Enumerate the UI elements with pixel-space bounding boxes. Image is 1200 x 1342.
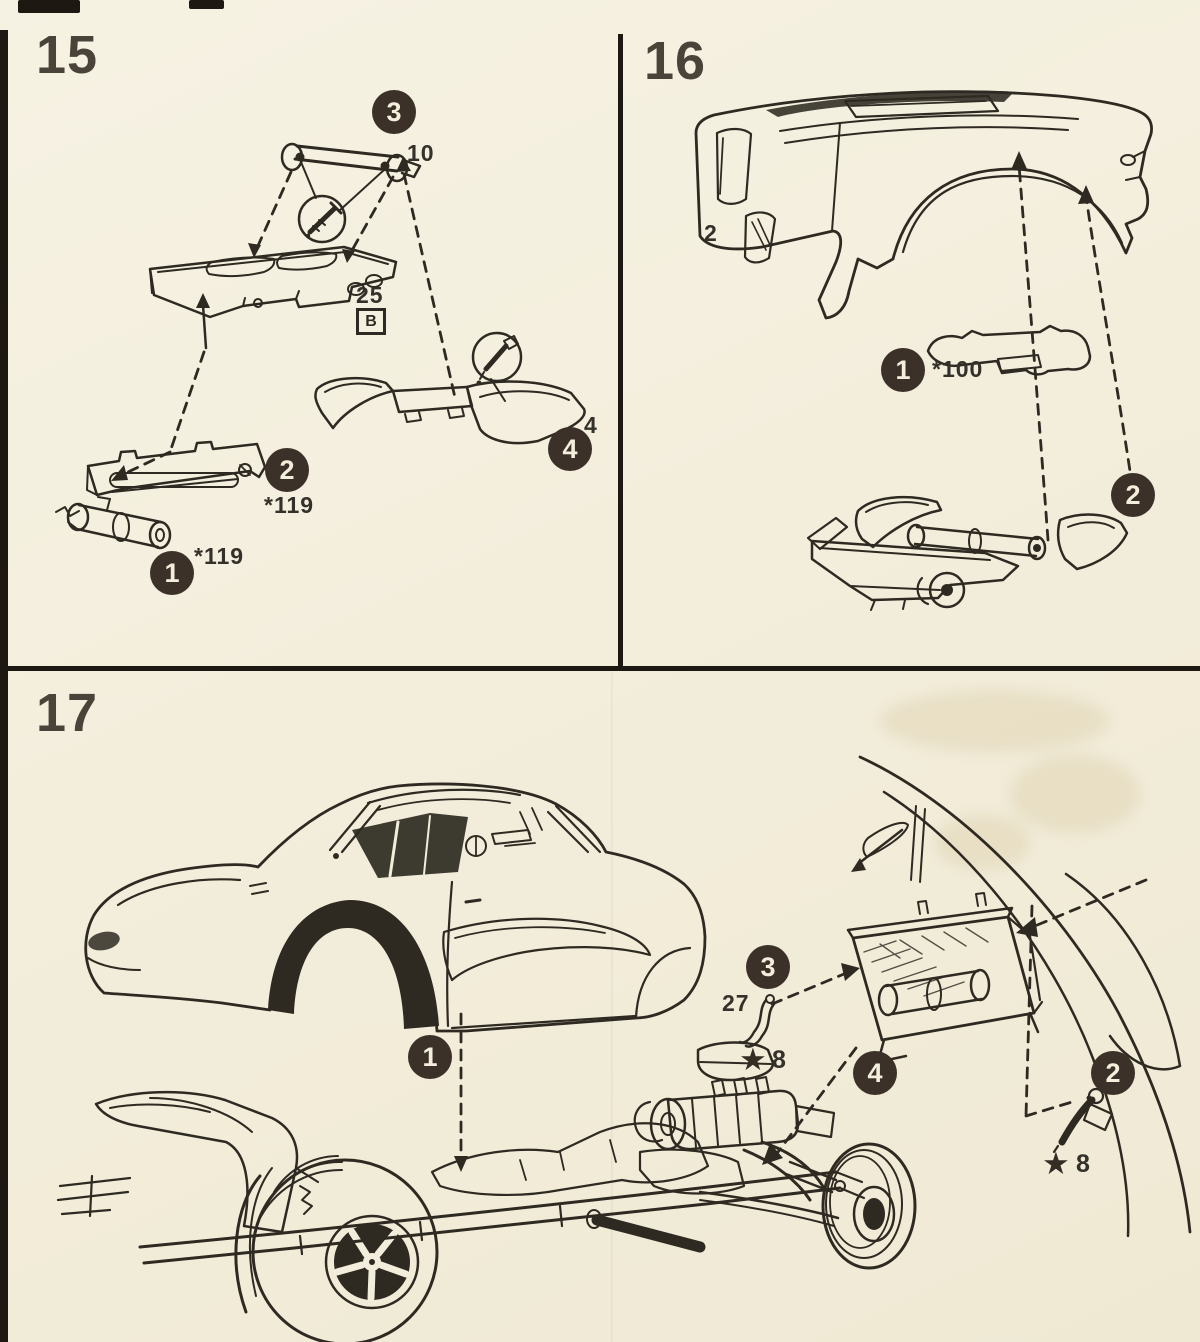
step17-sequence-badge-3: 3 [746, 945, 790, 989]
part-100-brace-drawing [926, 324, 1092, 376]
step-17-number: 17 [36, 683, 99, 743]
step16-qty-100-label: *100 [932, 356, 984, 382]
assembly-guide-dashes [248, 157, 458, 404]
scan-edge-artifact [189, 0, 224, 9]
paper-crease [611, 672, 614, 1342]
chassis-engine-drawing [56, 1041, 917, 1342]
star-icon: ★ [1042, 1146, 1070, 1181]
assembly-guide-dashes [762, 878, 1148, 1165]
step15-part-4-label: 4 [584, 412, 598, 438]
step15-sequence-badge-4: 4 [548, 427, 592, 471]
step16-illustration [694, 90, 1153, 611]
part-27-bracket-drawing [738, 994, 776, 1048]
step15-sprue-b-box: B [356, 308, 386, 335]
step-16-number: 16 [644, 31, 707, 91]
step15-sequence-badge-2: 2 [265, 448, 309, 492]
print-bleedthrough-ghost [1010, 755, 1140, 833]
star-icon: ★ [739, 1042, 767, 1077]
scan-edge-artifact [18, 0, 80, 13]
step16-sequence-badge-2: 2 [1111, 473, 1155, 517]
step17-sequence-badge-2: 2 [1091, 1051, 1135, 1095]
front-body-clip-drawing [694, 90, 1153, 320]
step17-qty-8-label: 8 [1076, 1150, 1091, 1178]
step15-qty-119-label: *119 [194, 543, 245, 569]
step15-qty-119-label: *119 [264, 492, 315, 518]
step15-part-10-label: 10 [407, 140, 435, 166]
part-10-crossbar-drawing [280, 142, 422, 183]
step17-sequence-badge-4: 4 [853, 1051, 897, 1095]
cement-symbol-icon [471, 331, 523, 402]
step-15-number: 15 [36, 25, 99, 85]
radiator-assembly-drawing [846, 892, 1044, 1078]
assembly-guide-dashes [1011, 151, 1137, 542]
print-bleedthrough-ghost [880, 690, 1110, 752]
step15-sequence-badge-3: 3 [372, 90, 416, 134]
part-119-cylinder-drawing [55, 496, 172, 550]
panel-divider-horizontal [0, 666, 1200, 671]
part-119-bracket-drawing [86, 440, 267, 497]
step15-illustration [55, 142, 586, 550]
seat-tray-drawing [111, 245, 398, 481]
panel-divider-vertical [618, 34, 623, 670]
print-bleedthrough-ghost [935, 815, 1030, 870]
chassis-front-drawing [806, 495, 1129, 611]
step16-part-2-label: 2 [704, 220, 718, 246]
step15-sequence-badge-1: 1 [150, 551, 194, 595]
page-left-border [0, 30, 8, 1342]
small-linkage-part-drawing [1052, 1087, 1114, 1154]
step15-part-25-label: 25 [356, 282, 384, 308]
step17-part-27-label: 27 [722, 990, 750, 1016]
step17-qty-8-label: 8 [772, 1046, 787, 1074]
screw-symbol-icon [297, 161, 385, 244]
step16-sequence-badge-1: 1 [881, 348, 925, 392]
front-clip-inside-drawing [851, 755, 1192, 1238]
car-body-drawing [84, 782, 707, 1172]
step17-sequence-badge-1: 1 [408, 1035, 452, 1079]
part-4-valance-drawing [314, 377, 586, 445]
step17-illustration [56, 755, 1192, 1342]
